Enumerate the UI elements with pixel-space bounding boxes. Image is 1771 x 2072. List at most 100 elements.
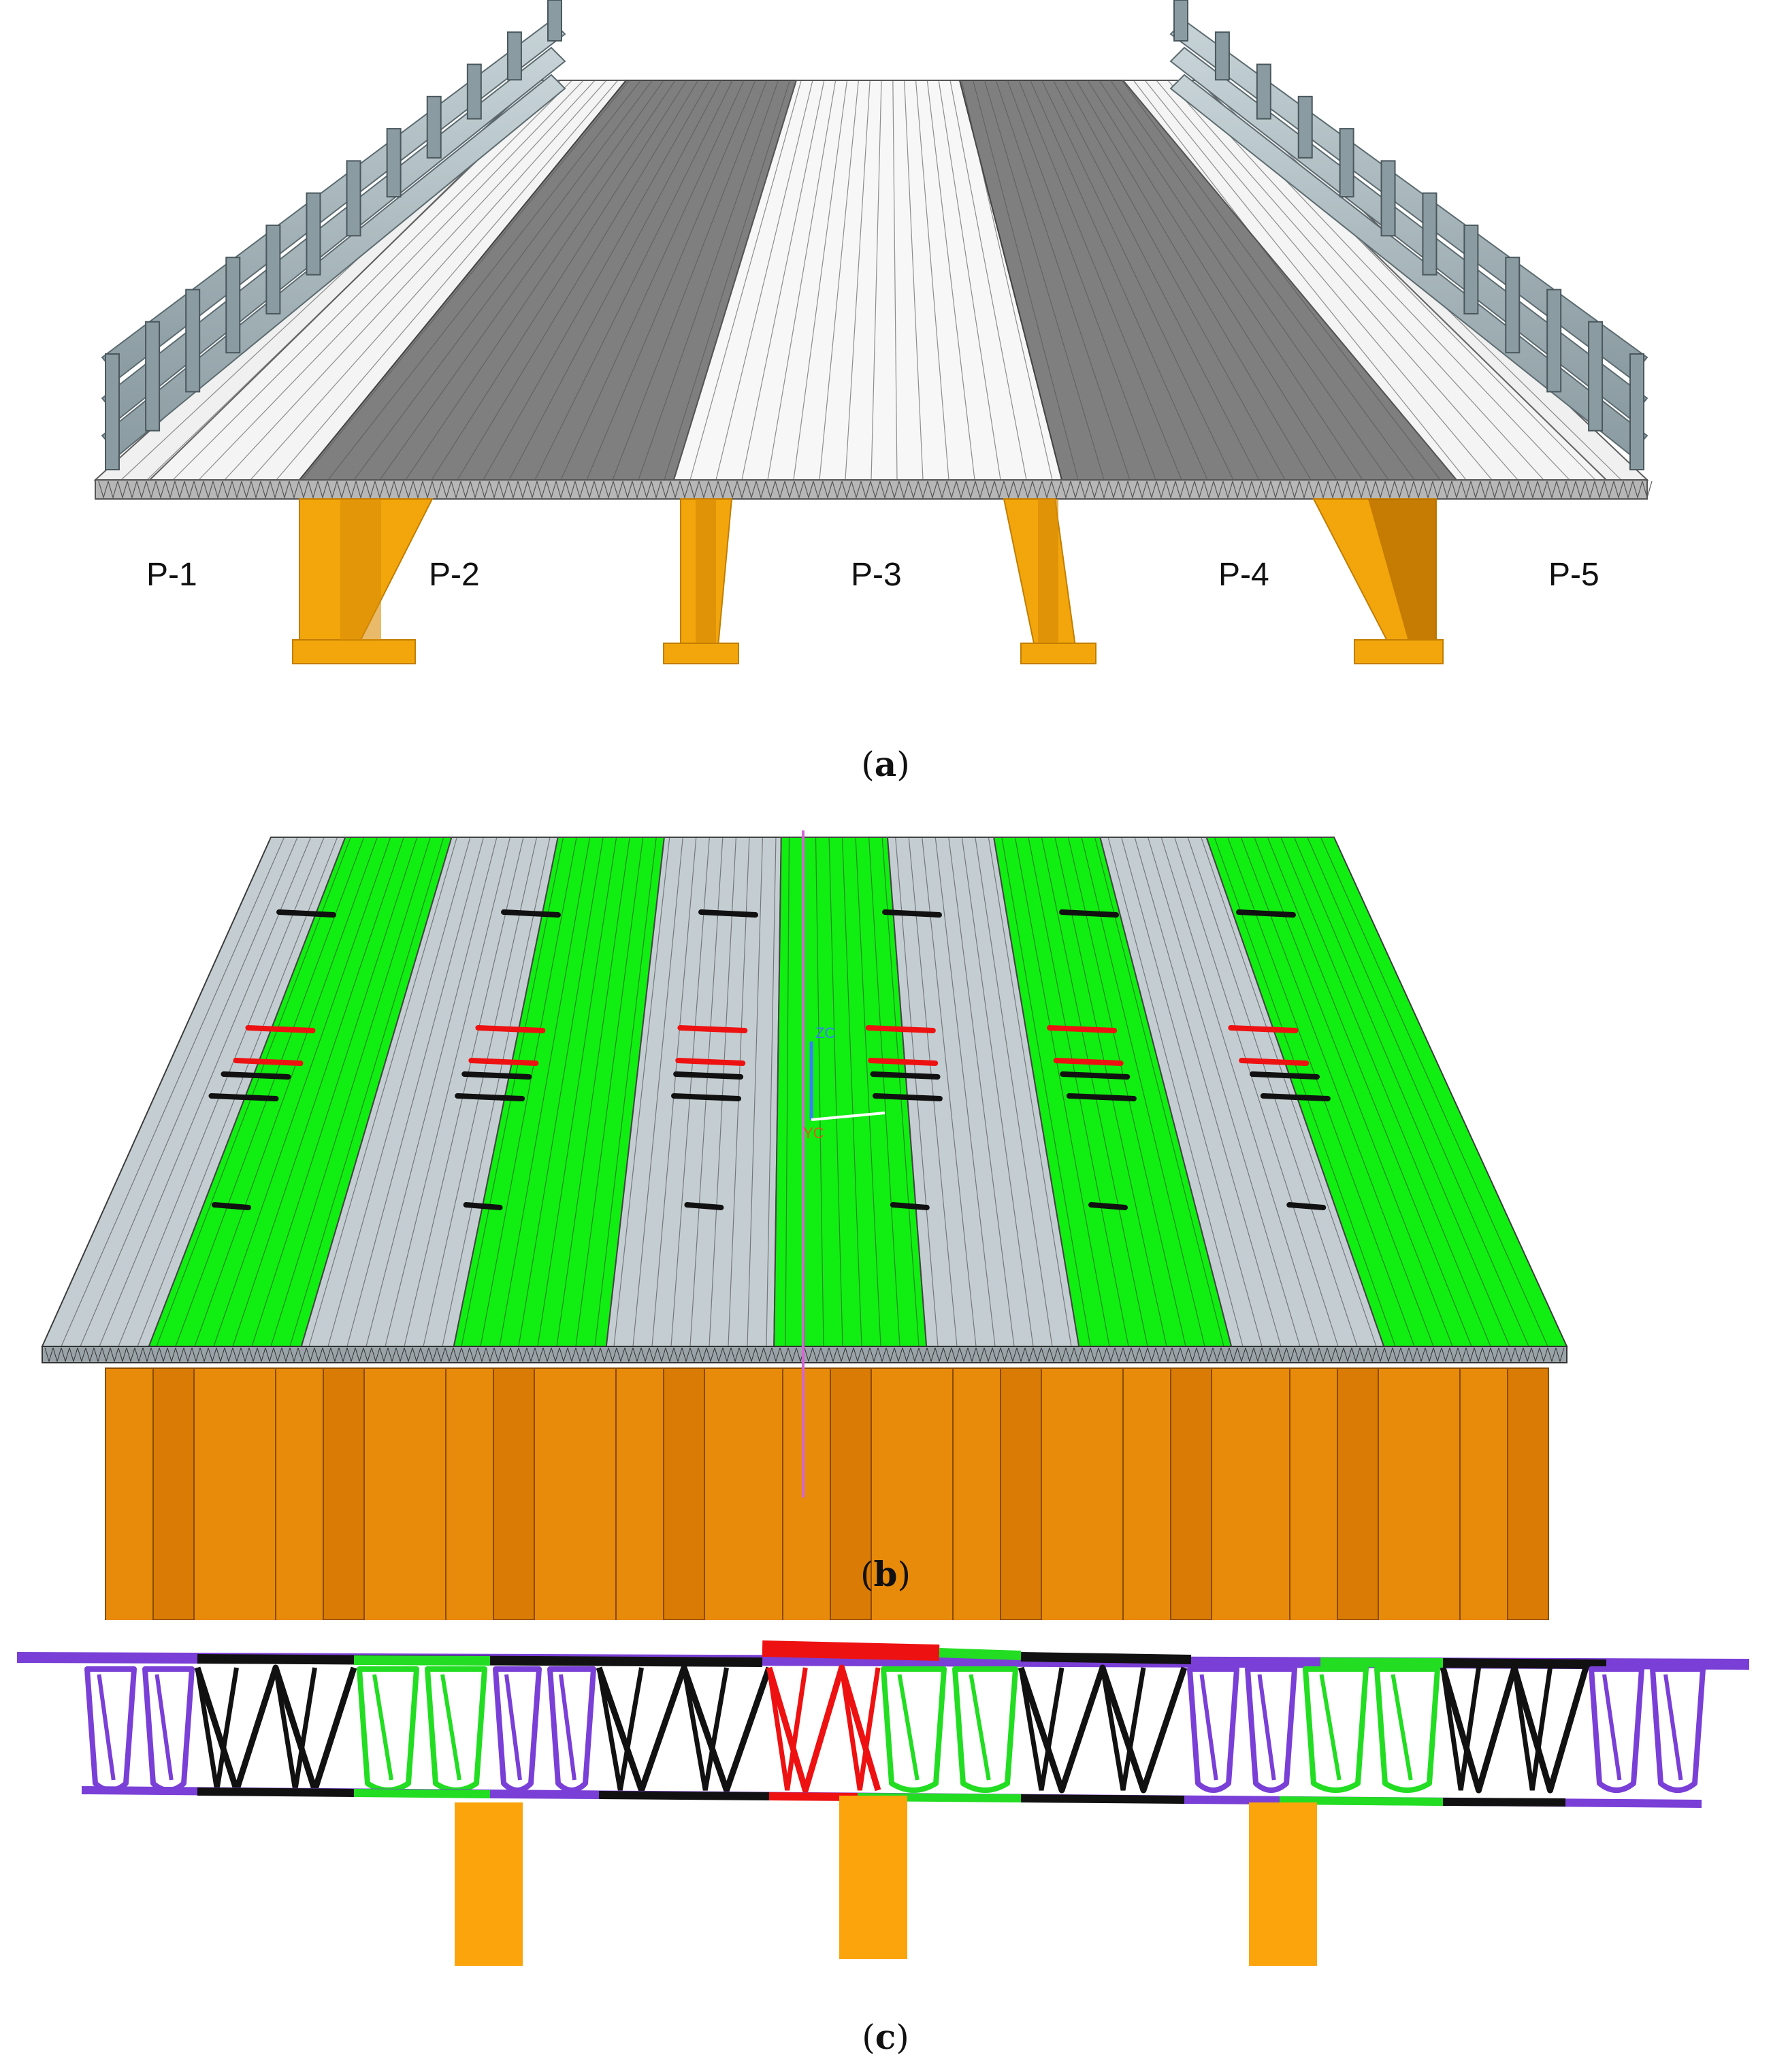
- truss-member: [477, 1347, 487, 1363]
- load-marker: [208, 1093, 279, 1101]
- load-marker: [1060, 1071, 1131, 1080]
- truss-member: [1318, 481, 1329, 500]
- caption-a: (a): [861, 744, 909, 784]
- truss-member: [1556, 481, 1567, 500]
- truss-member: [1057, 1347, 1067, 1363]
- deck-seam: [232, 837, 404, 1347]
- rail-post: [1629, 353, 1644, 470]
- truss-member: [1106, 1347, 1116, 1363]
- deck-seam: [480, 837, 577, 1347]
- caption-b: (b): [860, 1554, 911, 1594]
- deck-seam: [961, 837, 1034, 1347]
- truss-member: [1449, 1347, 1459, 1363]
- cell-diagonal: [97, 1674, 116, 1781]
- deck-seam: [1001, 837, 1091, 1347]
- deck-seam: [1174, 837, 1339, 1347]
- cell-diagonal: [372, 1674, 393, 1781]
- deck-seam: [1110, 80, 1389, 481]
- rail-post: [306, 192, 321, 276]
- truss-member: [1065, 1347, 1075, 1363]
- deck-seam: [346, 837, 484, 1347]
- truss-member: [174, 481, 185, 500]
- truss-member: [203, 481, 214, 500]
- load-marker: [212, 1202, 251, 1210]
- panel-c-cross-section: (c): [16, 1640, 1750, 2057]
- deck-seam: [995, 80, 1131, 481]
- deck-seam: [728, 837, 750, 1347]
- rail-post: [225, 257, 241, 354]
- label-p3: P-3: [851, 557, 902, 593]
- truss-member: [1632, 481, 1643, 500]
- truss-member: [1137, 481, 1148, 500]
- load-marker: [673, 1071, 744, 1080]
- cell-web: [766, 1664, 881, 1794]
- truss-member: [231, 481, 242, 500]
- truss-member: [673, 1347, 683, 1363]
- panel-labels: P-1 P-2 P-3 P-4 P-5: [146, 557, 1599, 593]
- truss-member: [1318, 1347, 1328, 1363]
- deck-seam: [871, 80, 882, 481]
- truss-member: [1489, 481, 1500, 500]
- truss-member: [943, 1347, 952, 1363]
- rail-post: [185, 289, 201, 393]
- truss-member: [485, 1347, 495, 1363]
- truss-member: [355, 1347, 364, 1363]
- truss-member: [118, 1347, 127, 1363]
- support-column-3: [1249, 1802, 1317, 1966]
- load-marker: [475, 1025, 546, 1033]
- truss-member: [591, 1347, 601, 1363]
- truss-member: [1184, 481, 1195, 500]
- deck-seam: [1307, 837, 1529, 1347]
- deck-seam: [483, 80, 711, 481]
- truss-member: [714, 1347, 724, 1363]
- rail-post: [145, 321, 161, 432]
- truss-member: [101, 1347, 111, 1363]
- truss-member: [1060, 481, 1071, 500]
- truss-member: [926, 1347, 936, 1363]
- load-marker: [455, 1093, 525, 1101]
- rail-post: [1463, 224, 1479, 314]
- truss-member: [1194, 481, 1205, 500]
- deck-panel-seams: [95, 80, 1648, 481]
- cell-diagonal: [440, 1674, 461, 1781]
- deck-seam: [1007, 80, 1156, 481]
- truss-member: [746, 481, 757, 500]
- deck-seam: [537, 837, 617, 1347]
- truss-member: [1139, 1347, 1148, 1363]
- deck-seam: [747, 837, 764, 1347]
- deck-seam: [327, 837, 471, 1347]
- girder-web: [1000, 1367, 1042, 1620]
- truss-member: [727, 481, 738, 500]
- truss-member: [967, 1347, 977, 1363]
- truss-member: [241, 481, 252, 500]
- rail-post: [547, 0, 562, 42]
- truss-member: [1032, 481, 1043, 500]
- truss-member: [441, 481, 452, 500]
- truss-member: [649, 1347, 658, 1363]
- deck-seam: [948, 837, 1015, 1347]
- truss-member: [1232, 481, 1243, 500]
- truss-member: [387, 1347, 397, 1363]
- deck-seam: [881, 837, 920, 1347]
- truss-member: [747, 1347, 756, 1363]
- deck-seam: [785, 837, 790, 1347]
- truss-member: [828, 1347, 838, 1363]
- deck-seam: [613, 837, 670, 1347]
- cell-web: [1100, 1667, 1146, 1791]
- deck-seam: [1280, 837, 1491, 1347]
- deck-seam: [1187, 837, 1358, 1347]
- truss-member: [127, 481, 137, 500]
- cell-diagonal: [1319, 1674, 1342, 1781]
- truss-member: [1642, 481, 1653, 500]
- deck-seam: [1240, 837, 1434, 1347]
- load-marker: [245, 1025, 316, 1033]
- deck-seam: [1167, 80, 1518, 481]
- cross-section-cells: [84, 1664, 1706, 1794]
- truss-member: [1013, 481, 1024, 500]
- truss-member: [1220, 1347, 1230, 1363]
- truss-member: [306, 1347, 315, 1363]
- truss-member: [632, 1347, 642, 1363]
- cell-web: [596, 1667, 644, 1791]
- deck-seam: [556, 837, 630, 1347]
- truss-member: [1212, 1347, 1222, 1363]
